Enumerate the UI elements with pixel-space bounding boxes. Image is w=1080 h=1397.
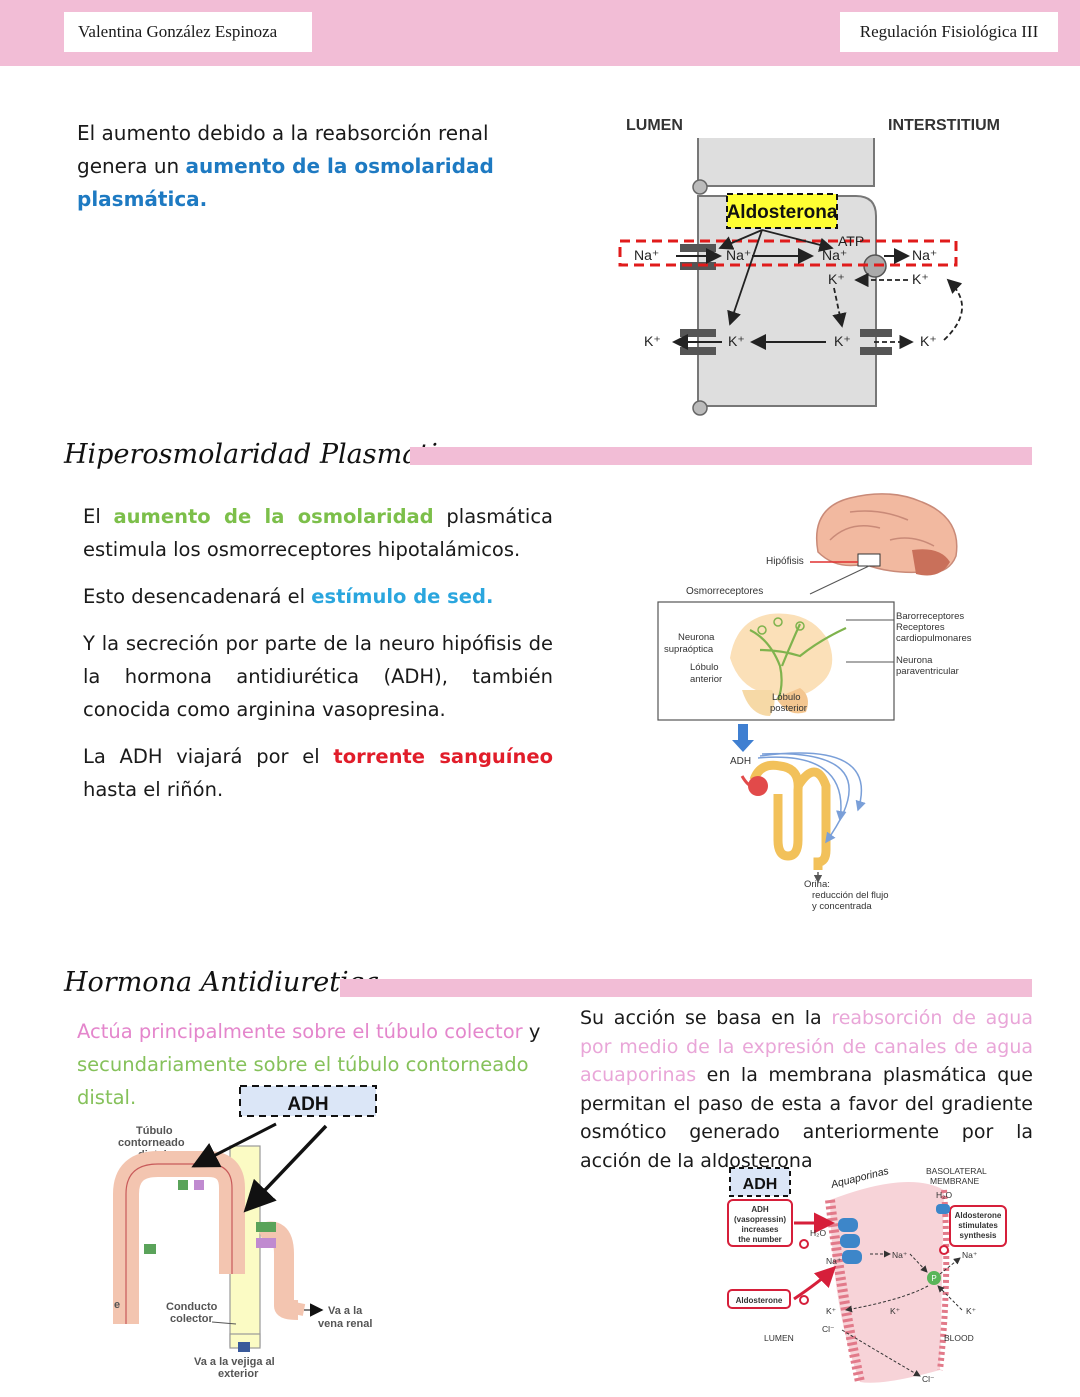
na-pump-label: Na⁺ <box>822 247 847 263</box>
section2-p2: Esto desencadenará el estímulo de sed. <box>83 585 494 608</box>
k-cell-label: K⁺ <box>728 333 745 349</box>
lumen-label: LUMEN <box>626 117 683 134</box>
lobulo-posterior-label-1: Lóbulo <box>772 692 801 703</box>
author-label: Valentina González Espinoza <box>64 12 312 52</box>
section2-title-bar <box>410 447 1032 465</box>
orina-label-1: Orina: <box>804 879 830 890</box>
interstitium-label: INTERSTITIUM <box>888 117 1000 134</box>
section1-text-a: El aumento debido a la reabsorción renal… <box>77 121 489 178</box>
neurona-supraoptica-label-2: supraóptica <box>664 644 714 655</box>
neurona-supraoptica-label-1: Neurona <box>678 632 715 643</box>
adh-info-1: ADH <box>751 1205 769 1214</box>
na-out-label: Na⁺ <box>912 247 937 263</box>
lobulo-posterior-label-2: posterior <box>770 703 807 714</box>
receptores-label: Receptores <box>896 622 945 633</box>
na-blood-label: Na⁺ <box>962 1250 978 1260</box>
aldo-info-2: stimulates <box>958 1221 998 1230</box>
vena-label-2: vena renal <box>318 1318 372 1330</box>
na-cell-label: Na⁺ <box>726 247 751 263</box>
aldosterona-label: Aldosterona <box>727 202 838 223</box>
aldosterone-cell-diagram: LUMEN INTERSTITIUM Aldosterona ATP Na⁺ N… <box>618 117 1000 416</box>
barorreceptores-label: Barorreceptores <box>896 611 964 622</box>
adh-flow-label: ADH <box>730 756 751 767</box>
lobulo-anterior-label-1: Lóbulo <box>690 662 719 673</box>
adh-box-label: ADH <box>287 1094 328 1115</box>
adh-hypothalamus-diagram: Hipófisis Osmorreceptores Neurona supraó… <box>657 493 972 912</box>
tubulo-label-1: Túbulo <box>136 1125 173 1137</box>
cardiopulmonares-label: cardiopulmonares <box>896 633 972 644</box>
neurona-paraventricular-label-1: Neurona <box>896 655 933 666</box>
aldo-info-3: synthesis <box>960 1231 997 1240</box>
basolateral-label-2: MEMBRANE <box>930 1176 979 1186</box>
section3-title: Hormona Antidiuretica <box>64 967 380 998</box>
vena-label-1: Va a la <box>328 1305 363 1317</box>
osmorreceptores-label: Osmorreceptores <box>686 586 763 597</box>
acuaporinas-highlight: reabsorción de agua por medio de la expr… <box>580 1007 1033 1087</box>
section3-right-text: Su acción se basa en la reabsorción de a… <box>580 1007 1033 1172</box>
hipofisis-label: Hipófisis <box>766 556 804 567</box>
aquaporin-membrane-diagram: ADH Aquaporinas BASOLATERAL MEMBRANE H₂O… <box>727 1165 1007 1384</box>
blood-label: BLOOD <box>944 1333 974 1343</box>
tubulo-label-2: contorneado <box>118 1137 185 1149</box>
k-out-label: K⁺ <box>920 333 937 349</box>
osmolaridad-highlight: aumento de la osmolaridad <box>113 505 434 528</box>
cut-label: e <box>114 1299 120 1311</box>
cl-lumen-label: Cl⁻ <box>822 1324 835 1334</box>
section1-text: El aumento debido a la reabsorción renal… <box>77 117 527 216</box>
na-cell-label: Na⁺ <box>892 1250 908 1260</box>
sed-highlight: estímulo de sed. <box>311 585 494 608</box>
basolateral-label-1: BASOLATERAL <box>926 1166 987 1176</box>
h2o-label: H₂O <box>936 1190 952 1200</box>
adh-info-4: the number <box>738 1235 782 1244</box>
vejiga-label-1: Va a la vejiga al <box>194 1356 275 1368</box>
course-label: Regulación Fisiológica III <box>840 12 1058 52</box>
neurona-paraventricular-label-2: paraventricular <box>896 666 959 677</box>
conducto-label-2: colector <box>170 1313 214 1325</box>
k-lumen-label: K⁺ <box>644 333 661 349</box>
section2-p3: Y la secreción por parte de la neuro hip… <box>83 632 553 721</box>
lobulo-anterior-label-2: anterior <box>690 674 722 685</box>
conducto-label-1: Conducto <box>166 1301 218 1313</box>
adh-info-2: (vasopressin) <box>734 1215 786 1224</box>
orina-label-3: y concentrada <box>812 901 872 912</box>
k-cell2-label: K⁺ <box>834 333 851 349</box>
k-cell-label: K⁺ <box>890 1306 901 1316</box>
aldo-info-1: Aldosterone <box>955 1211 1002 1220</box>
adh-box-label: ADH <box>743 1176 778 1193</box>
tubulo-distal-text: secundariamente sobre el túbulo contorne… <box>77 1053 529 1109</box>
na-lumen-label: Na⁺ <box>634 247 659 263</box>
vejiga-label-2: exterior <box>218 1368 259 1380</box>
section2-p1: El aumento de la osmolaridad plasmática … <box>83 505 553 561</box>
k-pump-label: K⁺ <box>828 271 845 287</box>
k-lumen-label: K⁺ <box>826 1306 837 1316</box>
h2o-lumen-label: H₂O <box>810 1228 826 1238</box>
orina-label-2: reducción del flujo <box>812 890 889 901</box>
lumen-label: LUMEN <box>764 1333 794 1343</box>
na-lumen-label: Na⁺ <box>826 1256 842 1266</box>
p-label: P <box>931 1274 936 1283</box>
k-blood-label: K⁺ <box>966 1306 977 1316</box>
torrente-highlight: torrente sanguíneo <box>333 745 553 768</box>
section2-title: Hiperosmolaridad Plasmatica <box>64 439 469 470</box>
section3-title-bar <box>340 979 1032 997</box>
section1-highlight: aumento de la osmolaridad plasmática. <box>77 154 494 211</box>
section2-p4: La ADH viajará por el torrente sanguíneo… <box>83 745 553 801</box>
collecting-duct-diagram: ADH Túbulo contorneado distal e Conducto… <box>113 1085 377 1380</box>
adh-info-3: increases <box>742 1225 779 1234</box>
header-bar: Valentina González Espinoza Regulación F… <box>0 0 1080 66</box>
aldosterone-label: Aldosterone <box>736 1296 783 1305</box>
k-in-label: K⁺ <box>912 271 929 287</box>
section3-left-text: Actúa principalmente sobre el túbulo col… <box>77 1020 541 1109</box>
atp-label: ATP <box>838 233 864 249</box>
tubulo-colector-text: Actúa principalmente sobre el túbulo col… <box>77 1020 523 1043</box>
cl-blood-label: Cl⁻ <box>922 1374 935 1384</box>
